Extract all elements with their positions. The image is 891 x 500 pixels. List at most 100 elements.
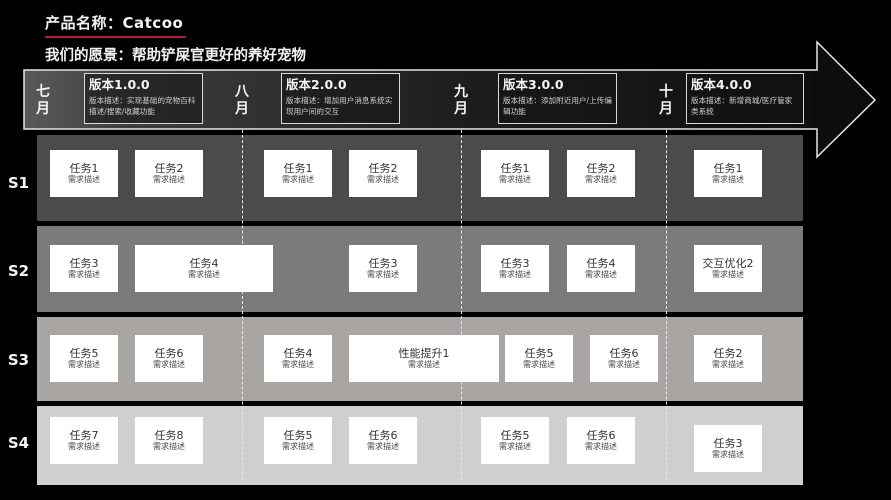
- product-title: 产品名称：Catcoo: [45, 14, 184, 32]
- task-name: 任务2: [586, 162, 616, 175]
- task-desc: 需求描述: [712, 270, 744, 279]
- month-label-top: 七: [36, 84, 50, 100]
- task-card[interactable]: 任务4 需求描述: [264, 335, 332, 382]
- month-august: 八 月: [227, 84, 257, 118]
- task-name: 任务7: [69, 429, 99, 442]
- month-label-top: 八: [235, 84, 249, 100]
- task-desc: 需求描述: [367, 442, 399, 451]
- task-desc: 需求描述: [712, 360, 744, 369]
- task-card[interactable]: 任务4 需求描述: [567, 245, 635, 292]
- task-card[interactable]: 任务3 需求描述: [349, 245, 417, 292]
- version-desc: 版本描述：添加附近用户/上传编辑功能: [503, 96, 612, 116]
- version-desc: 版本描述：实现基础的宠物百科描述/搜索/收藏功能: [89, 96, 196, 116]
- month-divider-aug: [242, 130, 243, 480]
- task-card[interactable]: 任务7 需求描述: [50, 417, 118, 464]
- task-card[interactable]: 任务2 需求描述: [349, 150, 417, 197]
- version-title: 版本1.0.0: [89, 77, 150, 92]
- task-card[interactable]: 任务8 需求描述: [135, 417, 203, 464]
- version-box-3: 版本3.0.0 版本描述：添加附近用户/上传编辑功能: [498, 73, 617, 124]
- task-desc: 需求描述: [188, 270, 220, 279]
- task-name: 性能提升1: [398, 347, 450, 360]
- task-name: 任务5: [283, 429, 313, 442]
- task-card[interactable]: 性能提升1 需求描述: [349, 335, 499, 382]
- task-desc: 需求描述: [282, 175, 314, 184]
- task-desc: 需求描述: [712, 175, 744, 184]
- version-title: 版本3.0.0: [503, 77, 564, 92]
- lane-label-s1: S1: [7, 174, 30, 192]
- task-desc: 需求描述: [585, 270, 617, 279]
- lane-label-s2: S2: [7, 262, 30, 280]
- task-name: 任务4: [189, 257, 219, 270]
- task-name: 任务1: [500, 162, 530, 175]
- title-underline: [45, 36, 186, 38]
- task-card[interactable]: 交互优化2 需求描述: [694, 245, 762, 292]
- month-label-top: 九: [454, 84, 468, 100]
- task-card[interactable]: 任务6 需求描述: [135, 335, 203, 382]
- task-card[interactable]: 任务1 需求描述: [694, 150, 762, 197]
- month-september: 九 月: [446, 84, 476, 118]
- task-name: 任务3: [713, 437, 743, 450]
- task-desc: 需求描述: [608, 360, 640, 369]
- month-divider-oct: [666, 130, 667, 480]
- task-desc: 需求描述: [153, 442, 185, 451]
- task-desc: 需求描述: [499, 270, 531, 279]
- task-name: 任务6: [368, 429, 398, 442]
- task-card[interactable]: 任务4 需求描述: [135, 245, 273, 292]
- task-card[interactable]: 任务1 需求描述: [50, 150, 118, 197]
- task-name: 任务3: [368, 257, 398, 270]
- timeline-arrow-icon: [23, 40, 877, 159]
- task-desc: 需求描述: [68, 442, 100, 451]
- vision-statement: 我们的愿景：帮助铲屎官更好的养好宠物: [45, 48, 306, 64]
- task-desc: 需求描述: [153, 175, 185, 184]
- month-label-top: 十: [659, 84, 673, 100]
- task-desc: 需求描述: [153, 360, 185, 369]
- task-card[interactable]: 任务2 需求描述: [694, 335, 762, 382]
- task-desc: 需求描述: [68, 360, 100, 369]
- task-card[interactable]: 任务3 需求描述: [694, 425, 762, 472]
- task-card[interactable]: 任务6 需求描述: [567, 417, 635, 464]
- task-name: 任务6: [609, 347, 639, 360]
- lane-label-s3: S3: [7, 351, 30, 369]
- task-desc: 需求描述: [712, 450, 744, 459]
- task-card[interactable]: 任务2 需求描述: [135, 150, 203, 197]
- month-label-bottom: 月: [659, 101, 673, 117]
- task-name: 任务8: [154, 429, 184, 442]
- task-desc: 需求描述: [367, 175, 399, 184]
- task-card[interactable]: 任务6 需求描述: [590, 335, 658, 382]
- task-card[interactable]: 任务6 需求描述: [349, 417, 417, 464]
- task-name: 任务4: [586, 257, 616, 270]
- task-name: 任务1: [283, 162, 313, 175]
- task-card[interactable]: 任务5 需求描述: [264, 417, 332, 464]
- task-card[interactable]: 任务5 需求描述: [505, 335, 573, 382]
- version-box-1: 版本1.0.0 版本描述：实现基础的宠物百科描述/搜索/收藏功能: [84, 73, 203, 124]
- task-name: 任务5: [524, 347, 554, 360]
- version-desc: 版本描述：新增商城/医疗管家类系统: [691, 96, 793, 116]
- month-label-bottom: 月: [454, 101, 468, 117]
- task-desc: 需求描述: [523, 360, 555, 369]
- task-desc: 需求描述: [499, 175, 531, 184]
- task-desc: 需求描述: [585, 442, 617, 451]
- month-october: 十 月: [651, 84, 681, 118]
- month-label-bottom: 月: [36, 101, 50, 117]
- version-title: 版本4.0.0: [691, 77, 752, 92]
- task-card[interactable]: 任务1 需求描述: [481, 150, 549, 197]
- task-name: 任务1: [713, 162, 743, 175]
- task-name: 任务2: [368, 162, 398, 175]
- task-card[interactable]: 任务1 需求描述: [264, 150, 332, 197]
- version-box-4: 版本4.0.0 版本描述：新增商城/医疗管家类系统: [686, 73, 804, 124]
- month-divider-sep: [461, 130, 462, 480]
- task-name: 任务3: [500, 257, 530, 270]
- task-card[interactable]: 任务5 需求描述: [481, 417, 549, 464]
- month-july: 七 月: [28, 84, 58, 118]
- task-card[interactable]: 任务3 需求描述: [50, 245, 118, 292]
- task-name: 任务6: [586, 429, 616, 442]
- task-name: 任务5: [500, 429, 530, 442]
- task-card[interactable]: 任务5 需求描述: [50, 335, 118, 382]
- task-name: 交互优化2: [702, 257, 754, 270]
- task-name: 任务1: [69, 162, 99, 175]
- task-desc: 需求描述: [68, 270, 100, 279]
- task-card[interactable]: 任务3 需求描述: [481, 245, 549, 292]
- task-card[interactable]: 任务2 需求描述: [567, 150, 635, 197]
- task-name: 任务3: [69, 257, 99, 270]
- version-title: 版本2.0.0: [286, 77, 347, 92]
